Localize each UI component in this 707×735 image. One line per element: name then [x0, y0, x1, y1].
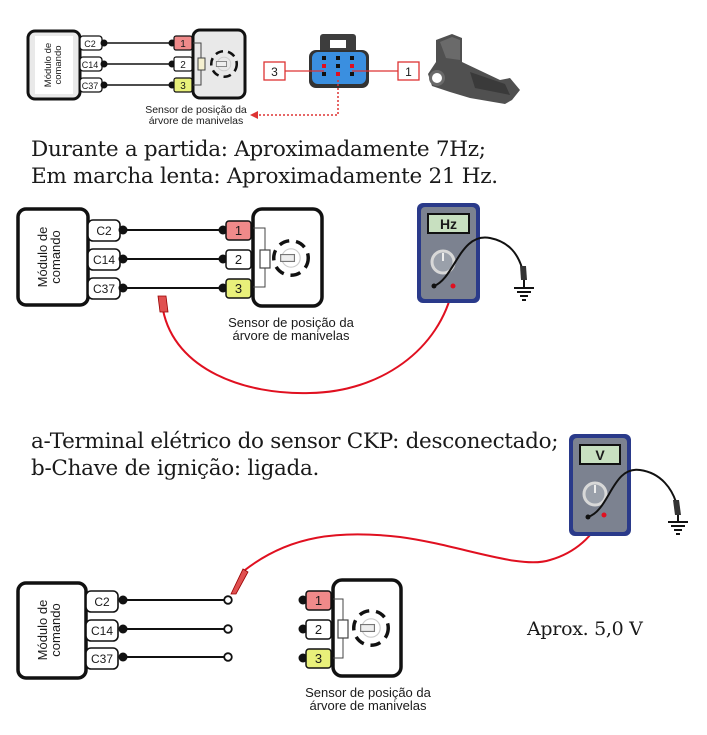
control-module: Módulo de comando: [26, 29, 82, 101]
terminal-c14: C14: [79, 56, 108, 72]
terminal-c2: C2: [79, 35, 108, 51]
meter-display: V: [595, 447, 605, 463]
probe-clip: [157, 295, 169, 313]
sensor-label: Sensor de posição da: [305, 685, 432, 700]
control-module: Módulo de comando: [16, 581, 88, 680]
frequency-notes: Durante a partida: Aproximadamente 7Hz; …: [31, 136, 498, 190]
multimeter-volts: V: [569, 434, 631, 536]
sensor-label: árvore de manivelas: [232, 328, 350, 343]
meter-display: Hz: [440, 216, 457, 232]
sensor-pins: 1 2 3: [298, 590, 332, 669]
voltage-reading: Aprox. 5,0 V: [527, 618, 643, 640]
ignition-condition-note: b-Chave de ignição: ligada.: [31, 456, 320, 481]
svg-text:2: 2: [180, 60, 186, 71]
open-terminal: [223, 595, 233, 605]
svg-text:C37: C37: [93, 282, 115, 296]
ground-icon: [668, 515, 688, 535]
svg-text:C2: C2: [94, 595, 110, 609]
svg-text:C37: C37: [91, 652, 113, 666]
sensor-connector: [250, 34, 398, 119]
probe-clip: [230, 568, 249, 595]
ground-clip: [520, 266, 527, 280]
middle-diagram: Módulo de comando C2 C14 C37 1 2: [16, 203, 534, 395]
probe-wire-black: [587, 468, 677, 518]
ground-clip: [673, 500, 681, 515]
svg-text:2: 2: [235, 252, 242, 267]
crankshaft-sensor: [331, 578, 403, 678]
module-label: comando: [48, 603, 63, 656]
ground-icon: [514, 280, 534, 301]
svg-text:3: 3: [180, 81, 186, 92]
module-label: Módulo de: [35, 600, 50, 661]
callout-pin-3: 3: [263, 61, 286, 81]
svg-text:3: 3: [315, 651, 322, 666]
terminal-c37: C37: [79, 77, 108, 93]
sensor-label: árvore de manivelas: [309, 698, 427, 713]
svg-text:1: 1: [235, 223, 242, 238]
multimeter-hz: Hz: [417, 203, 480, 303]
control-module: Módulo de comando: [16, 207, 90, 307]
open-terminal: [223, 652, 233, 662]
crankshaft-sensor: [191, 28, 247, 100]
svg-text:C2: C2: [96, 224, 112, 238]
terminal-c37: C37: [87, 277, 128, 300]
terminal-c37: C37: [85, 647, 128, 670]
bottom-diagram: Módulo de comando C2 C14 C37 1: [16, 434, 688, 713]
idle-frequency-note: Em marcha lenta: Aproximadamente 21 Hz.: [31, 164, 498, 189]
svg-text:2: 2: [315, 622, 322, 637]
open-terminal: [223, 624, 233, 634]
ckp-sensor-photo: [428, 34, 520, 104]
svg-text:1: 1: [180, 39, 186, 50]
svg-text:3: 3: [235, 281, 242, 296]
module-label: Módulo de: [43, 43, 54, 87]
cranking-frequency-note: Durante a partida: Aproximadamente 7Hz;: [31, 137, 486, 162]
sensor-pins: 1 2 3: [218, 220, 252, 299]
svg-text:C14: C14: [82, 60, 99, 70]
connector-condition-note: a-Terminal elétrico do sensor CKP: desco…: [31, 429, 559, 454]
sensor-label: árvore de manivelas: [149, 115, 244, 127]
test-conditions: a-Terminal elétrico do sensor CKP: desco…: [31, 428, 559, 482]
module-label: Módulo de: [35, 227, 50, 288]
module-label: comando: [53, 45, 64, 84]
terminal-c14: C14: [85, 619, 128, 642]
sensor-pins: 1 2 3: [168, 35, 193, 93]
probe-wire-black: [433, 236, 523, 287]
probe-wire-red: [162, 286, 454, 395]
svg-text:C14: C14: [91, 624, 113, 638]
terminal-c2: C2: [87, 219, 128, 242]
svg-text:1: 1: [315, 593, 322, 608]
crankshaft-sensor: [251, 207, 324, 308]
svg-text:C14: C14: [93, 253, 115, 267]
sensor-label: Sensor de posição da: [145, 104, 247, 116]
callout-pin-1: 1: [397, 61, 420, 81]
module-label: comando: [48, 230, 63, 283]
svg-text:1: 1: [405, 65, 412, 79]
svg-text:3: 3: [271, 65, 278, 79]
probe-wire-red: [244, 516, 601, 571]
terminal-c14: C14: [87, 248, 128, 271]
sensor-label: Sensor de posição da: [228, 315, 355, 330]
top-diagram: Módulo de comando C2 C14 C37 1 2: [26, 28, 520, 127]
svg-text:C2: C2: [84, 39, 96, 49]
terminal-c2: C2: [85, 590, 128, 613]
svg-text:C37: C37: [82, 81, 99, 91]
